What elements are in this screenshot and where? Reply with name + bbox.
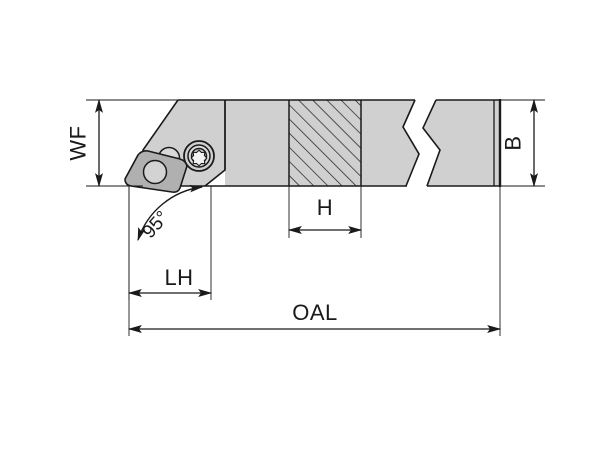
dim-label-b: B (501, 135, 526, 150)
dim-label-oal: OAL (292, 300, 338, 325)
tool-body-group (142, 99, 502, 187)
screw-torx-star-icon (190, 149, 208, 167)
rhombic-insert (124, 150, 188, 193)
shank-break-line-left (402, 99, 420, 187)
shank-section-hatching (289, 100, 361, 186)
shank-break-line-right (422, 99, 441, 187)
dim-label-wf: WF (66, 125, 91, 160)
shank-break-gap (404, 100, 440, 186)
dim-label-h: H (317, 195, 333, 220)
angle-label-95deg: 95° (139, 207, 174, 242)
dimension-lh: LH (127, 265, 213, 297)
dimension-b: B (501, 98, 538, 188)
insert-center-hole (142, 159, 168, 185)
dimension-wf: WF (66, 98, 103, 188)
angle-arc (137, 184, 204, 242)
torx-clamp-screw (183, 140, 215, 172)
dimension-oal: OAL (127, 300, 502, 333)
tool-shank-body (225, 100, 500, 186)
dimension-h: H (287, 195, 363, 234)
dim-label-lh: LH (164, 265, 193, 290)
annotation-lead-angle: 95° (137, 184, 204, 243)
